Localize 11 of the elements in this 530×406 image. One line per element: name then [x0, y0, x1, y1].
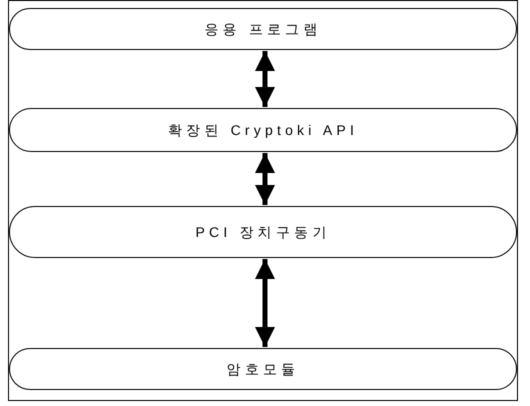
- rounded-process-box: [9, 108, 517, 152]
- rounded-process-box: [9, 206, 517, 258]
- double-arrow: [255, 259, 275, 347]
- box-label: 응용 프로그램: [204, 20, 322, 38]
- double-arrow: [255, 51, 275, 107]
- box-label: 확장된 Cryptoki API: [168, 120, 358, 140]
- rounded-process-box: [9, 8, 517, 50]
- box-label: 암호모듈: [226, 360, 300, 378]
- box-label: PCI 장치구동기: [195, 222, 331, 242]
- double-arrow: [255, 153, 275, 205]
- rounded-process-box: [9, 348, 517, 390]
